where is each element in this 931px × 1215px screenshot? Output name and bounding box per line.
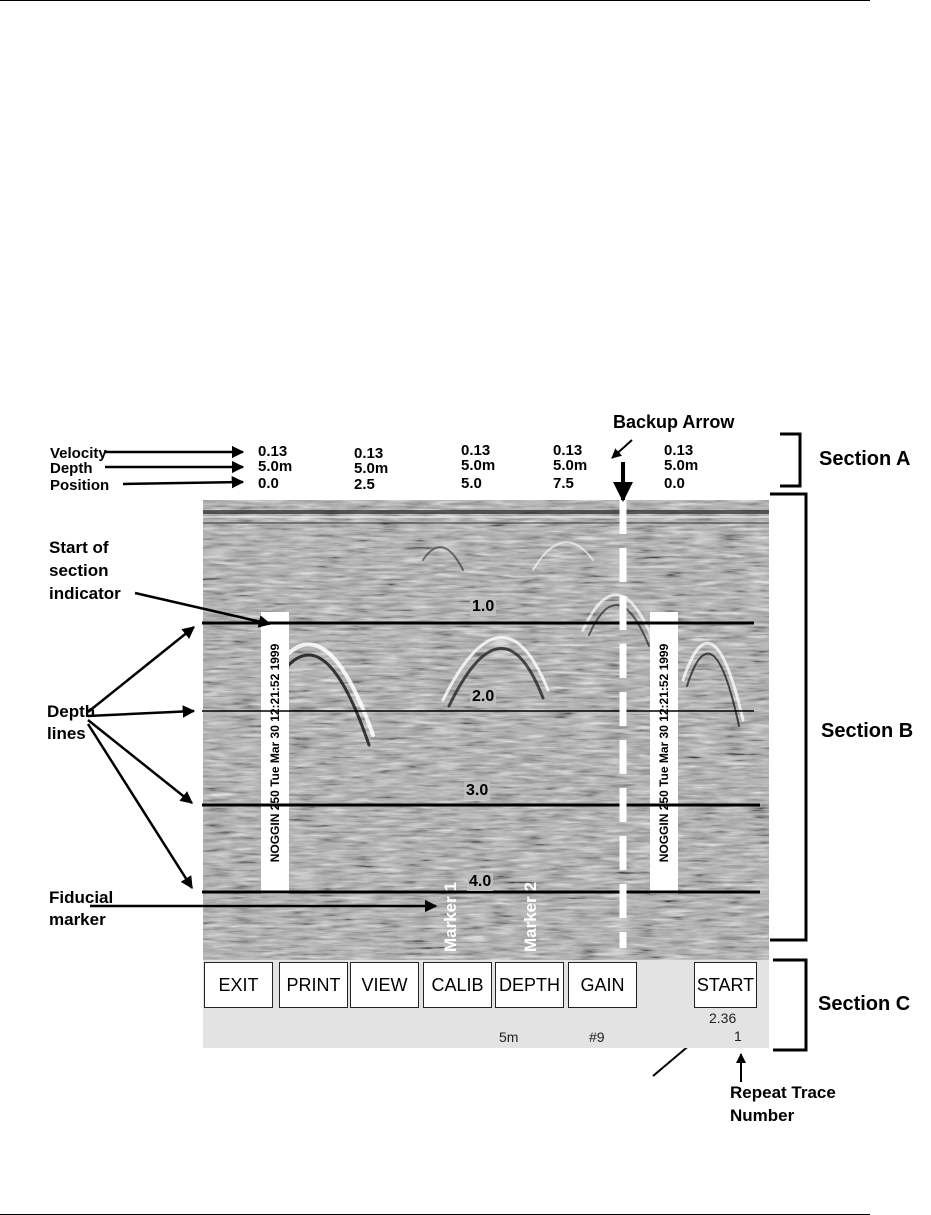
radargram-display: NOGGIN 250 Tue Mar 30 12:21:52 1999 NOGG… <box>203 500 769 960</box>
calib-button[interactable]: CALIB <box>423 962 492 1008</box>
depth-value: 5.0m <box>461 457 496 474</box>
section-start-indicator-1: NOGGIN 250 Tue Mar 30 12:21:52 1999 <box>261 612 289 894</box>
annotation-line: Repeat Trace <box>730 1083 836 1102</box>
annotation-line: marker <box>49 910 106 929</box>
print-button[interactable]: PRINT <box>279 962 348 1008</box>
position-label: Position <box>50 477 110 494</box>
position-value: 7.5 <box>553 475 574 492</box>
position-arrow <box>122 475 245 489</box>
gain-button[interactable]: GAIN <box>568 962 637 1008</box>
position-readout: 2.36 <box>709 1010 737 1026</box>
top-rule <box>0 0 870 1</box>
depth-value-4: 4.0 <box>467 873 494 891</box>
position-value: 2.5 <box>354 476 375 493</box>
backup-pointer-arrow <box>611 439 633 459</box>
depth-status: 5m <box>499 1029 519 1045</box>
annotation-line: section <box>49 561 109 580</box>
velocity-value: 0.13 <box>258 443 288 460</box>
velocity-value: 0.13 <box>354 445 384 462</box>
annotation-line: Number <box>730 1106 795 1125</box>
section-b-bracket <box>770 492 808 942</box>
section-a-bracket <box>780 432 802 488</box>
section-c-bracket <box>773 958 808 1052</box>
depth-label: Depth <box>50 460 93 477</box>
depth-value: 5.0m <box>354 460 389 477</box>
depth-value-2: 2.0 <box>470 688 497 706</box>
depth-value-3: 3.0 <box>464 782 491 800</box>
annotation-line: indicator <box>49 584 121 603</box>
velocity-value: 0.13 <box>664 442 694 459</box>
annotation-line: Fiducial <box>49 888 114 907</box>
velocity-value: 0.13 <box>461 442 491 459</box>
position-value: 0.0 <box>258 475 279 492</box>
repeat-trace-readout: 1 <box>734 1028 742 1044</box>
depth-lines-arrow-2 <box>87 705 196 718</box>
depth-lines-arrow-1 <box>87 626 195 713</box>
exit-button[interactable]: EXIT <box>204 962 273 1008</box>
section-b-label: Section B <box>821 720 914 742</box>
view-button[interactable]: VIEW <box>350 962 419 1008</box>
velocity-label: Velocity <box>50 445 107 462</box>
annotation-line: lines <box>47 724 86 743</box>
depth-value: 5.0m <box>553 457 588 474</box>
control-panel: EXIT PRINT VIEW CALIB DEPTH GAIN START 5… <box>203 960 769 1048</box>
section-c-label: Section C <box>818 993 911 1015</box>
annotation-line: Depth <box>47 702 96 721</box>
annotation-line: Start of <box>49 538 109 557</box>
backup-arrow-label: Backup Arrow <box>613 412 735 432</box>
section-a-label: Section A <box>819 448 911 470</box>
start-button[interactable]: START <box>694 962 757 1008</box>
depth-button[interactable]: DEPTH <box>495 962 564 1008</box>
depth-value: 5.0m <box>258 458 293 475</box>
gain-status: #9 <box>589 1029 605 1045</box>
start-of-section-arrow <box>134 591 272 628</box>
section-start-indicator-2: NOGGIN 250 Tue Mar 30 12:21:52 1999 <box>650 612 678 894</box>
position-value: 0.0 <box>664 475 685 492</box>
depth-value: 5.0m <box>664 457 699 474</box>
depth-lines-arrow-3 <box>87 719 193 804</box>
velocity-value: 0.13 <box>553 442 583 459</box>
depth-lines-arrow-4 <box>86 723 194 890</box>
position-value: 5.0 <box>461 475 482 492</box>
depth-value-1: 1.0 <box>470 598 497 616</box>
